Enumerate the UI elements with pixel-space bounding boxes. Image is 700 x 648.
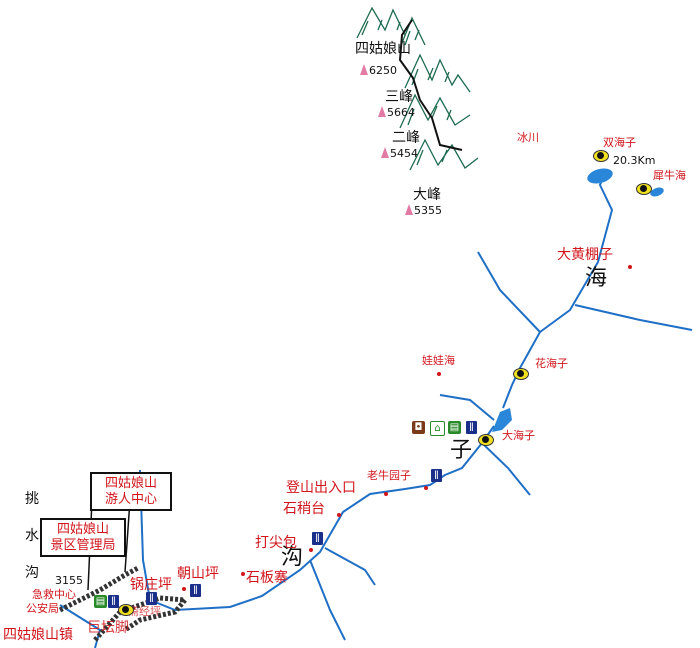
place-guozhuangping: 锅庄坪	[130, 577, 172, 593]
viewpoint-camera-icon	[478, 434, 494, 446]
toilet-icon: ǁ	[466, 421, 477, 434]
place-dahuangpengzi: 大黄棚子	[557, 247, 613, 263]
place-town: 四姑娘山镇	[3, 627, 73, 643]
valley-char: 海	[585, 266, 608, 291]
place-emergency-center: 急救中心	[32, 588, 76, 601]
peak-elevation: 5355	[405, 204, 442, 216]
viewpoint-camera-icon	[636, 183, 652, 195]
peak-elevation: 6250	[360, 64, 397, 76]
viewpoint-camera-icon	[118, 604, 134, 616]
side-valley-char: 水	[25, 528, 39, 544]
place-glacier: 冰川	[517, 131, 539, 144]
toilet-icon: ǁ	[146, 592, 157, 605]
peak-elevation: 5664	[378, 106, 415, 118]
shop-icon: ▤	[94, 595, 107, 608]
peak-elevation: 5454	[381, 147, 418, 159]
place-dajianbao: 打尖包	[255, 535, 297, 551]
river-network	[59, 171, 693, 648]
place-marker	[337, 513, 341, 517]
place-shuanghaizi: 双海子	[603, 136, 636, 149]
side-valley-char: 挑	[25, 491, 39, 507]
place-marker	[384, 492, 388, 496]
elevation-3155: 3155	[55, 574, 83, 587]
place-obscured: 斋经坪	[128, 605, 161, 618]
toilet-icon: ǁ	[312, 532, 323, 545]
lake-dahaizi	[492, 408, 512, 432]
callout-admin-bureau: 四姑娘山 景区管理局	[40, 518, 126, 558]
peak-name: 二峰	[392, 130, 420, 146]
callout-line: 景区管理局	[50, 537, 116, 553]
lake-xiniuhai	[650, 187, 664, 197]
callout-line: 四姑娘山	[56, 522, 109, 537]
callout-line: 四姑娘山	[104, 476, 157, 491]
place-jiaoxia: 巨坛脚	[87, 620, 129, 636]
place-shishaotai: 石稍台	[283, 501, 325, 517]
viewpoint-camera-icon	[593, 150, 609, 162]
side-valley-char: 沟	[25, 565, 39, 581]
place-xiniuhai: 犀牛海	[653, 169, 686, 182]
lake-shuanghaizi	[587, 168, 613, 184]
peak-name: 三峰	[385, 89, 413, 105]
peak-name: 四姑娘山	[355, 41, 411, 57]
place-marker	[182, 587, 186, 591]
toilet-icon: ǁ	[190, 584, 201, 597]
valley-char: 子	[450, 438, 473, 463]
place-marker	[309, 548, 313, 552]
place-marker	[437, 372, 441, 376]
place-marker	[424, 486, 428, 490]
place-police: 公安局	[26, 602, 59, 615]
viewpoint-camera-icon	[513, 368, 529, 380]
peak-name: 大峰	[413, 187, 441, 203]
ridge-line	[398, 19, 463, 151]
distance-label: 20.3Km	[613, 154, 656, 167]
place-laoniuyuanzi: 老牛园子	[367, 469, 411, 482]
place-marker	[628, 265, 632, 269]
callout-line: 游人中心	[104, 491, 157, 507]
shop-icon: ▤	[448, 421, 461, 434]
restaurant-icon: ◘	[412, 421, 425, 434]
toilet-icon: ǁ	[431, 469, 442, 482]
valley-char: 沟	[281, 545, 304, 570]
place-dengshan-entrance: 登山出入口	[286, 480, 356, 496]
callout-visitor-center: 四姑娘山 游人中心	[90, 472, 172, 512]
place-marker	[241, 572, 245, 576]
lodging-icon: ⌂	[430, 421, 445, 436]
place-shibanzhai: 石板寨	[246, 570, 288, 586]
place-dahaizi: 大海子	[502, 429, 535, 442]
place-huahaizi: 花海子	[535, 357, 568, 370]
place-chaoshanping: 朝山坪	[177, 566, 219, 582]
toilet-icon: ǁ	[108, 595, 119, 608]
place-wawahai: 娃娃海	[422, 354, 455, 367]
